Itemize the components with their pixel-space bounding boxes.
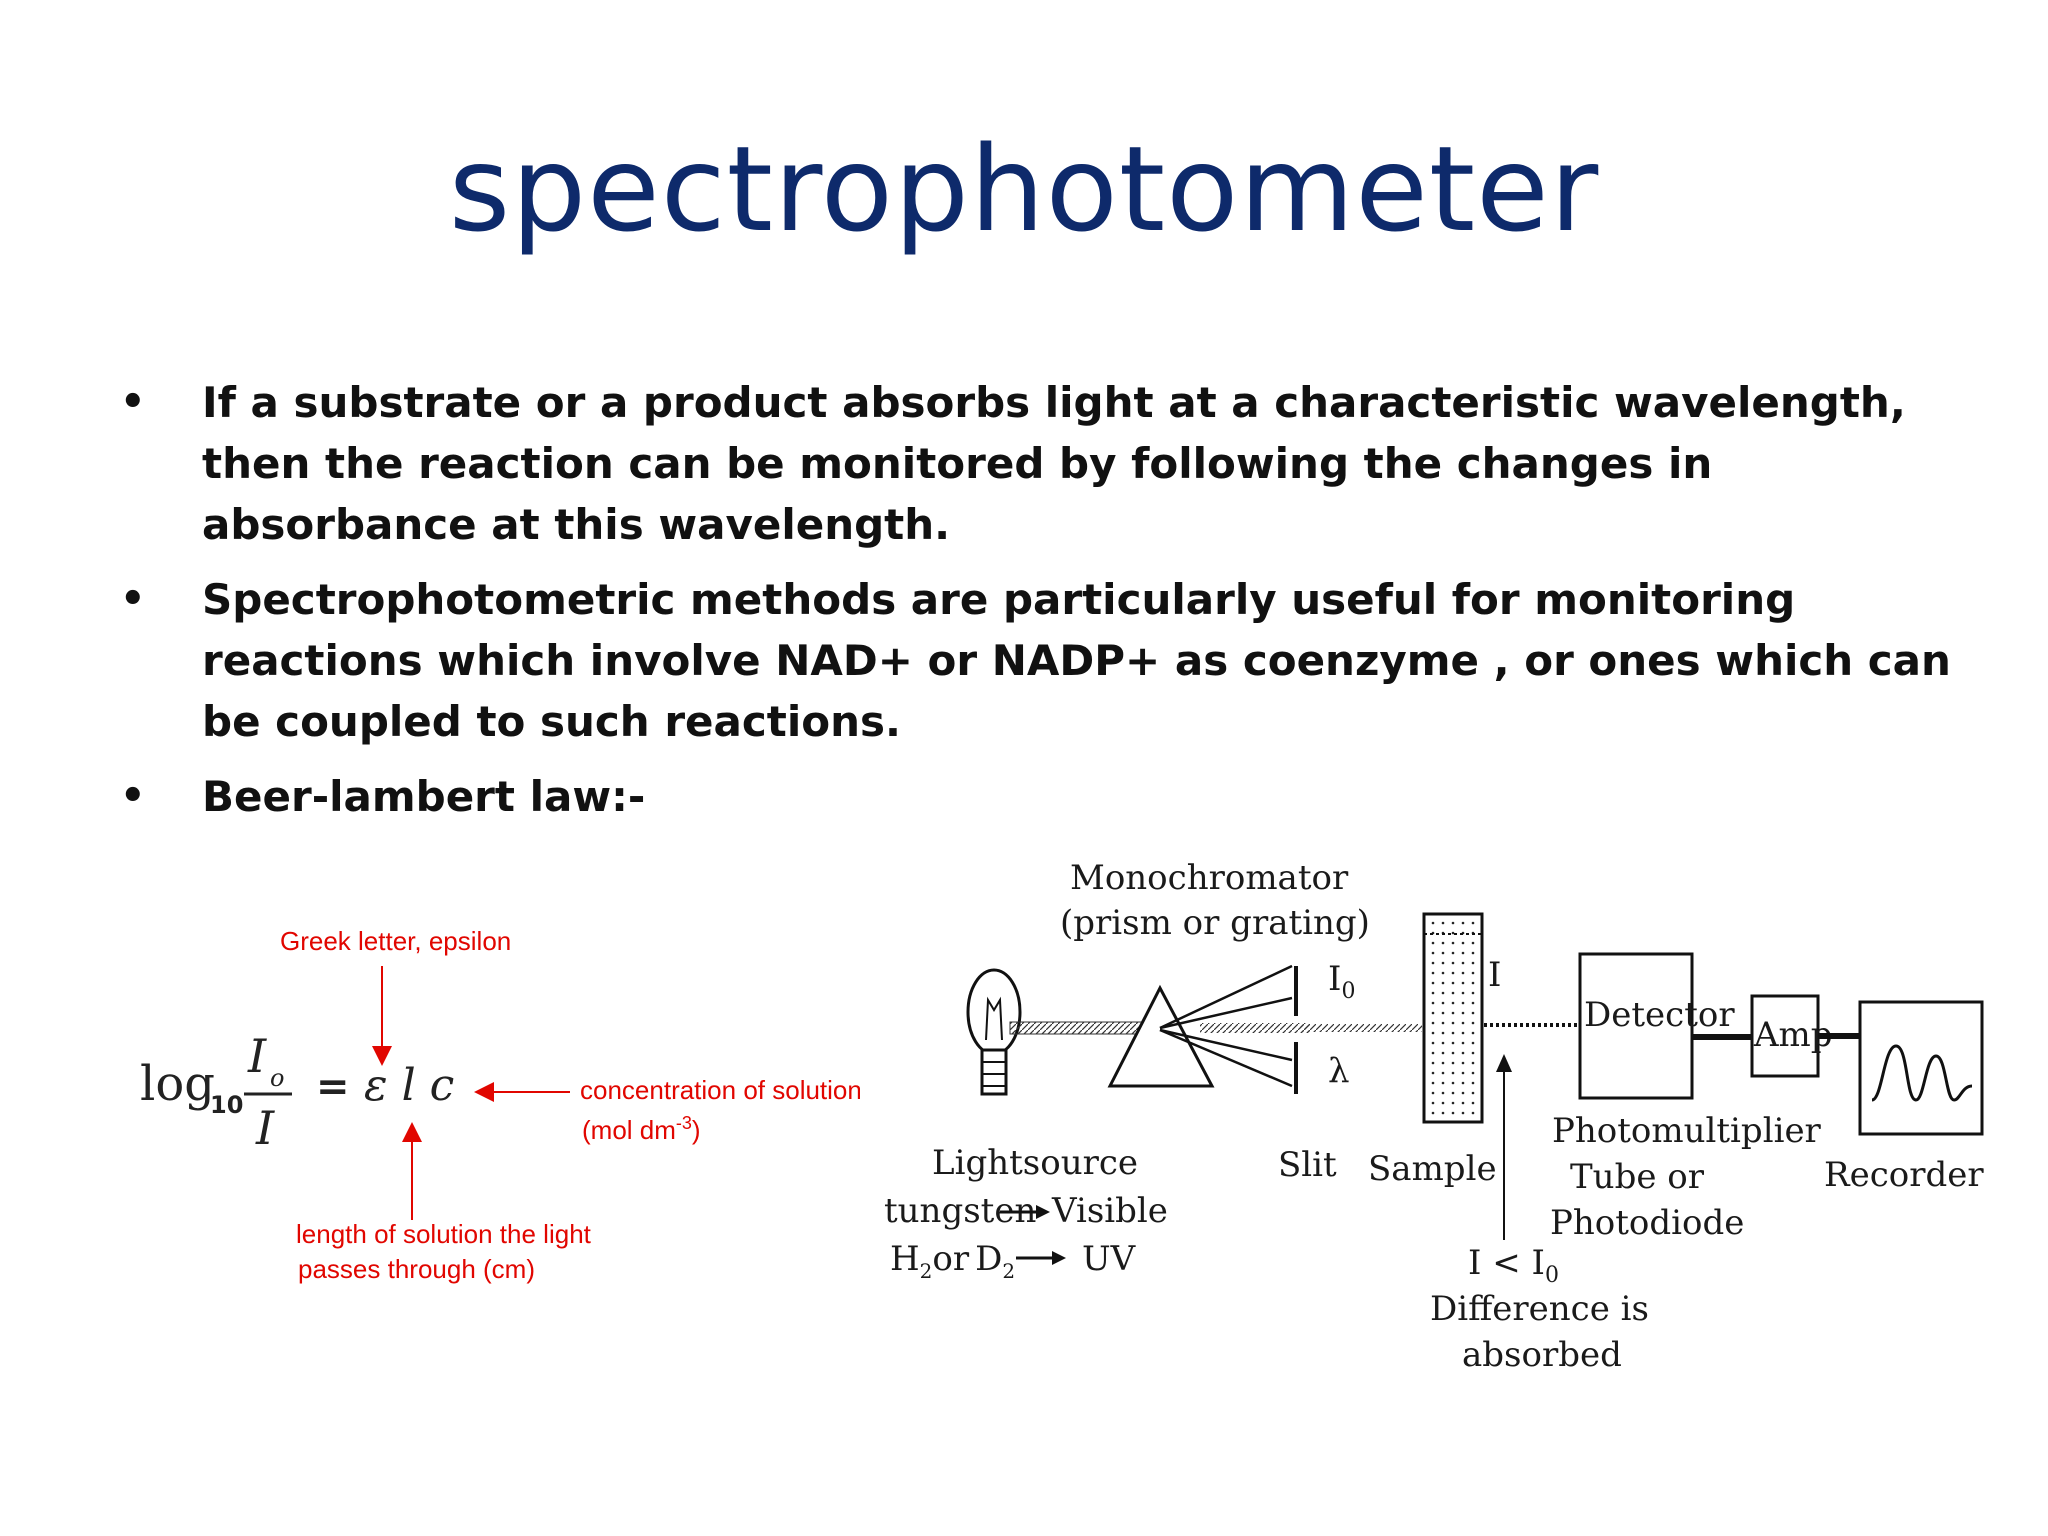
- pmt-label-line2: Tube or: [1570, 1157, 1705, 1197]
- difference-arrowhead: [1496, 1054, 1512, 1072]
- formula-rhs: ε l c: [364, 1060, 454, 1111]
- pmt-label-line1: Photomultiplier: [1552, 1111, 1822, 1151]
- formula-equals: =: [316, 1064, 350, 1110]
- sample-cuvette-icon: [1422, 912, 1484, 1124]
- bullet-item-2: • Spectrophotometric methods are particu…: [120, 569, 1970, 752]
- uv-arrowhead: [1052, 1251, 1066, 1265]
- formula-numerator: I: [247, 1029, 267, 1083]
- bullet-text-1: If a substrate or a product absorbs ligh…: [202, 378, 1906, 549]
- formula-log: log: [140, 1056, 215, 1112]
- visible-label: Visible: [1051, 1191, 1168, 1231]
- monochromatic-beam: [1300, 1024, 1422, 1032]
- spectrophotometer-schematic: Monochromator (prism or grating) I0 λ I: [884, 858, 1984, 1375]
- difference-label-line2: absorbed: [1462, 1335, 1622, 1375]
- pmt-label-line3: Photodiode: [1550, 1203, 1744, 1243]
- monochromator-label: Monochromator: [1070, 858, 1349, 898]
- transmitted-i-label: I: [1488, 955, 1501, 995]
- bullet-marker: •: [120, 576, 146, 622]
- recorder-box: [1858, 1000, 1984, 1136]
- bullet-marker: •: [120, 379, 146, 425]
- recorder-trace-icon: [1871, 1044, 1973, 1102]
- prism-icon: [1107, 984, 1215, 1088]
- difference-label-line1: Difference is: [1430, 1289, 1649, 1329]
- annotation-epsilon: Greek letter, epsilon: [280, 926, 511, 956]
- beer-lambert-formula: log 10 I o I = ε l c Greek letter, epsil…: [140, 926, 860, 1284]
- annotation-length-line1: length of solution the light: [296, 1219, 592, 1249]
- bullet-text-3: Beer-lambert law:-: [202, 772, 646, 821]
- formula-numerator-sub: o: [270, 1064, 284, 1092]
- dispersed-rays: [1159, 964, 1293, 1088]
- annotation-units: (mol dm-3): [582, 1113, 701, 1145]
- lambda-label: λ: [1328, 1051, 1350, 1091]
- bullet-item-1: • If a substrate or a product absorbs li…: [120, 372, 1970, 555]
- annotation-length-line2: passes through (cm): [298, 1254, 535, 1284]
- bullet-text-2: Spectrophotometric methods are particula…: [202, 575, 1951, 746]
- amp-box: [1750, 994, 1820, 1078]
- recorder-label: Recorder: [1824, 1155, 1984, 1195]
- formula-log-base: 10: [210, 1091, 243, 1119]
- bullet-item-3: • Beer-lambert law:-: [120, 766, 1970, 827]
- sample-label: Sample: [1368, 1149, 1497, 1189]
- slide-title: spectrophotometer: [448, 120, 1600, 258]
- lightsource-label: Lightsource: [932, 1143, 1138, 1183]
- io-label: I0: [1328, 959, 1355, 1004]
- detector-box: [1578, 952, 1694, 1100]
- uv-label: UV: [1082, 1239, 1137, 1279]
- monochromator-sublabel: (prism or grating): [1060, 903, 1370, 943]
- tungsten-arrowhead: [1036, 1205, 1050, 1219]
- lightbulb-icon: [966, 968, 1022, 1096]
- slit-label: Slit: [1278, 1145, 1337, 1185]
- i-less-io-label: I < I0: [1468, 1243, 1559, 1288]
- detector-label: Detector: [1584, 995, 1735, 1035]
- selected-beam: [1200, 1023, 1310, 1033]
- bullet-list: • If a substrate or a product absorbs li…: [120, 372, 1970, 841]
- bullet-marker: •: [120, 773, 146, 819]
- formula-denominator: I: [255, 1101, 275, 1155]
- annotation-concentration: concentration of solution: [580, 1075, 860, 1105]
